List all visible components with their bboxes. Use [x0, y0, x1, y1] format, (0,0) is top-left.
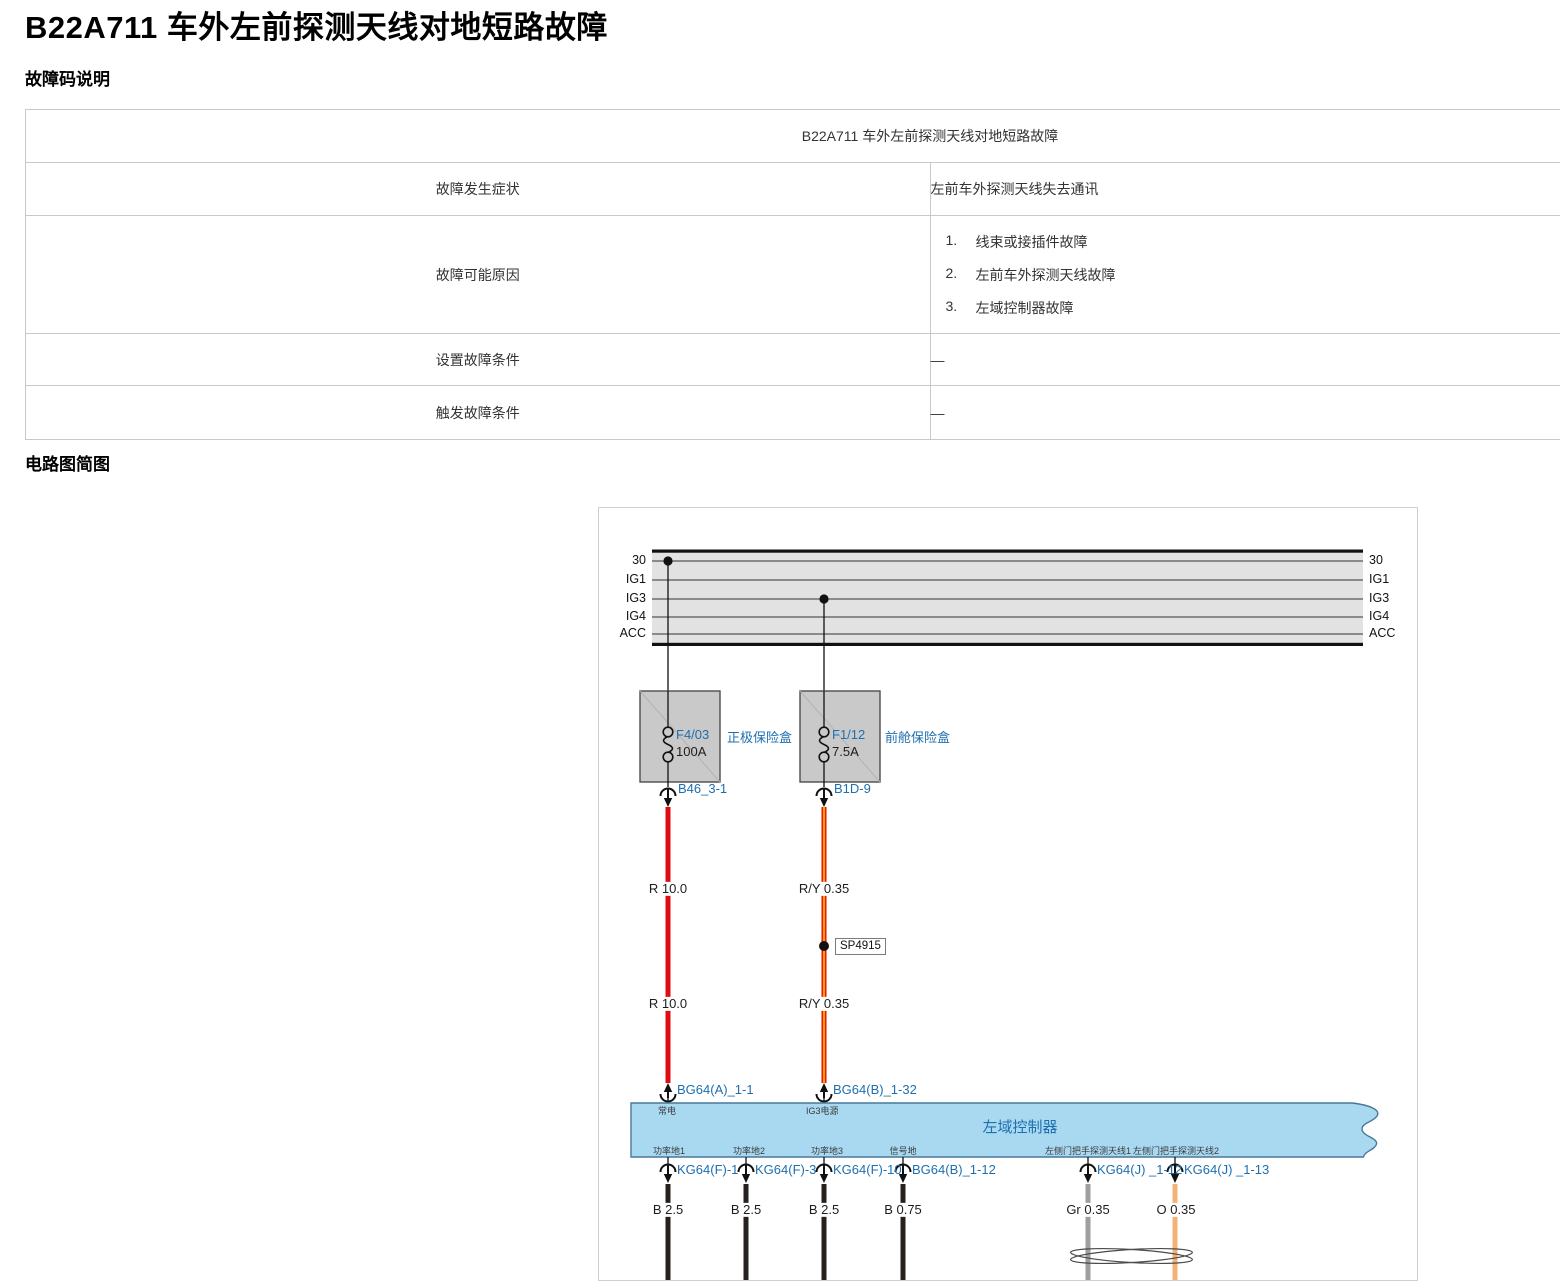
table-row: 设置故障条件 —	[26, 334, 1560, 386]
fuse2-box-label: 前舱保险盒	[885, 731, 950, 745]
bottom-connector-4: BG64(B)_1-12	[912, 1163, 996, 1177]
pin-label-ground1: 功率地1	[653, 1147, 685, 1157]
cause-text: 左前车外探测天线故障	[976, 265, 1116, 285]
cause-item: 1. 线束或接插件故障	[946, 232, 1560, 252]
wire-label-ry-upper: R/Y 0.35	[797, 882, 851, 896]
page-title: B22A711 车外左前探测天线对地短路故障	[25, 2, 608, 47]
rail-label-ig1-left: IG1	[599, 573, 646, 587]
wire-label-ry-lower: R/Y 0.35	[797, 997, 851, 1011]
controller-top-connector-1: BG64(A)_1-1	[677, 1083, 754, 1097]
rail-label-30-left: 30	[599, 554, 646, 568]
table-row: 故障发生症状 左前车外探测天线失去通讯	[26, 163, 1560, 216]
splice-dot	[819, 941, 829, 951]
table-header-cell: B22A711 车外左前探测天线对地短路故障	[26, 110, 1560, 163]
bottom-connector-2: KG64(F)-3	[755, 1163, 816, 1177]
rail-label-ig4-right: IG4	[1369, 610, 1389, 624]
cause-item: 3. 左域控制器故障	[946, 298, 1560, 318]
fuse-symbol	[663, 727, 673, 737]
fuse-symbol	[663, 752, 673, 762]
rail-label-ig4-left: IG4	[599, 610, 646, 624]
cause-number: 1.	[946, 232, 976, 252]
pin-label-ground2: 功率地2	[733, 1147, 765, 1157]
cause-number: 3.	[946, 298, 976, 318]
row-label-symptom: 故障发生症状	[26, 163, 931, 216]
row-label-causes: 故障可能原因	[26, 216, 931, 334]
pin-label-antenna2: 左侧门把手探测天线2	[1133, 1147, 1219, 1157]
wire-label-b25-1: B 2.5	[651, 1203, 685, 1217]
power-rail-band	[652, 550, 1363, 647]
cause-item: 2. 左前车外探测天线故障	[946, 265, 1560, 285]
fuse2-connector: B1D-9	[834, 782, 871, 796]
row-value-trigger-condition: —	[930, 386, 1560, 440]
rail-label-acc-right: ACC	[1369, 627, 1395, 641]
fuse1-box-label: 正极保险盒	[727, 731, 792, 745]
table-row: 故障可能原因 1. 线束或接插件故障 2. 左前车外探测天线故障 3. 左域控制…	[26, 216, 1560, 334]
section-circuit-diagram: 电路图简图	[25, 450, 110, 475]
cause-number: 2.	[946, 265, 976, 285]
pin-label-changdian: 常电	[658, 1107, 676, 1117]
bottom-connector-6: KG64(J) _1-13	[1184, 1163, 1269, 1177]
connector-icon-bg64a	[661, 1083, 676, 1103]
connector-icon-b1d9	[817, 788, 832, 807]
wire-label-r10-upper: R 10.0	[647, 882, 689, 896]
pin-label-ground3: 功率地3	[811, 1147, 843, 1157]
bottom-connector-5: KG64(J) _1-12	[1097, 1163, 1182, 1177]
fuse-symbol	[819, 752, 829, 762]
table-row: B22A711 车外左前探测天线对地短路故障	[26, 110, 1560, 163]
fuse1-id: F4/03	[676, 728, 709, 742]
pin-label-ig3power: IG3电源	[806, 1107, 839, 1117]
fuse1-connector: B46_3-1	[678, 782, 727, 796]
circuit-diagram: 30 IG1 IG3 IG4 ACC 30 IG1 IG3 IG4 ACC F4…	[598, 507, 1418, 1281]
fuse2-rating: 7.5A	[832, 745, 859, 759]
row-label-trigger-condition: 触发故障条件	[26, 386, 931, 440]
cause-text: 左域控制器故障	[976, 298, 1074, 318]
rail-label-ig3-right: IG3	[1369, 592, 1389, 606]
table-row: 触发故障条件 —	[26, 386, 1560, 440]
connector-icon-b46	[661, 788, 676, 807]
wire-label-o035: O 0.35	[1154, 1203, 1197, 1217]
rail-tap-dot	[663, 556, 672, 565]
row-value-set-condition: —	[930, 334, 1560, 386]
section-fault-desc: 故障码说明	[25, 65, 110, 90]
rail-tap-dot	[819, 594, 828, 603]
fuse2-id: F1/12	[832, 728, 865, 742]
fuse-symbol	[819, 727, 829, 737]
cause-text: 线束或接插件故障	[976, 232, 1088, 252]
controller-name: 左域控制器	[939, 1120, 1101, 1137]
row-value-causes: 1. 线束或接插件故障 2. 左前车外探测天线故障 3. 左域控制器故障	[930, 216, 1560, 334]
bottom-connector-3: KG64(F)-10	[833, 1163, 902, 1177]
fault-code-table: B22A711 车外左前探测天线对地短路故障 故障发生症状 左前车外探测天线失去…	[25, 109, 1560, 440]
wire-label-gr035: Gr 0.35	[1064, 1203, 1111, 1217]
rail-label-ig3-left: IG3	[599, 592, 646, 606]
splice-label: SP4915	[835, 938, 886, 955]
rail-label-acc-left: ACC	[599, 627, 646, 641]
pin-label-signal-ground: 信号地	[889, 1147, 916, 1157]
rail-label-ig1-right: IG1	[1369, 573, 1389, 587]
pin-label-antenna1: 左侧门把手探测天线1	[1045, 1147, 1131, 1157]
row-label-set-condition: 设置故障条件	[26, 334, 931, 386]
fuse1-rating: 100A	[676, 745, 706, 759]
connector-icon-bg64b	[817, 1083, 832, 1103]
rail-label-30-right: 30	[1369, 554, 1383, 568]
wire-label-b25-2: B 2.5	[729, 1203, 763, 1217]
wire-label-b25-3: B 2.5	[807, 1203, 841, 1217]
bottom-connector-1: KG64(F)-1	[677, 1163, 738, 1177]
controller-top-connector-2: BG64(B)_1-32	[833, 1083, 917, 1097]
wire-label-r10-lower: R 10.0	[647, 997, 689, 1011]
wire-label-b075: B 0.75	[882, 1203, 924, 1217]
row-value-symptom: 左前车外探测天线失去通讯	[930, 163, 1560, 216]
